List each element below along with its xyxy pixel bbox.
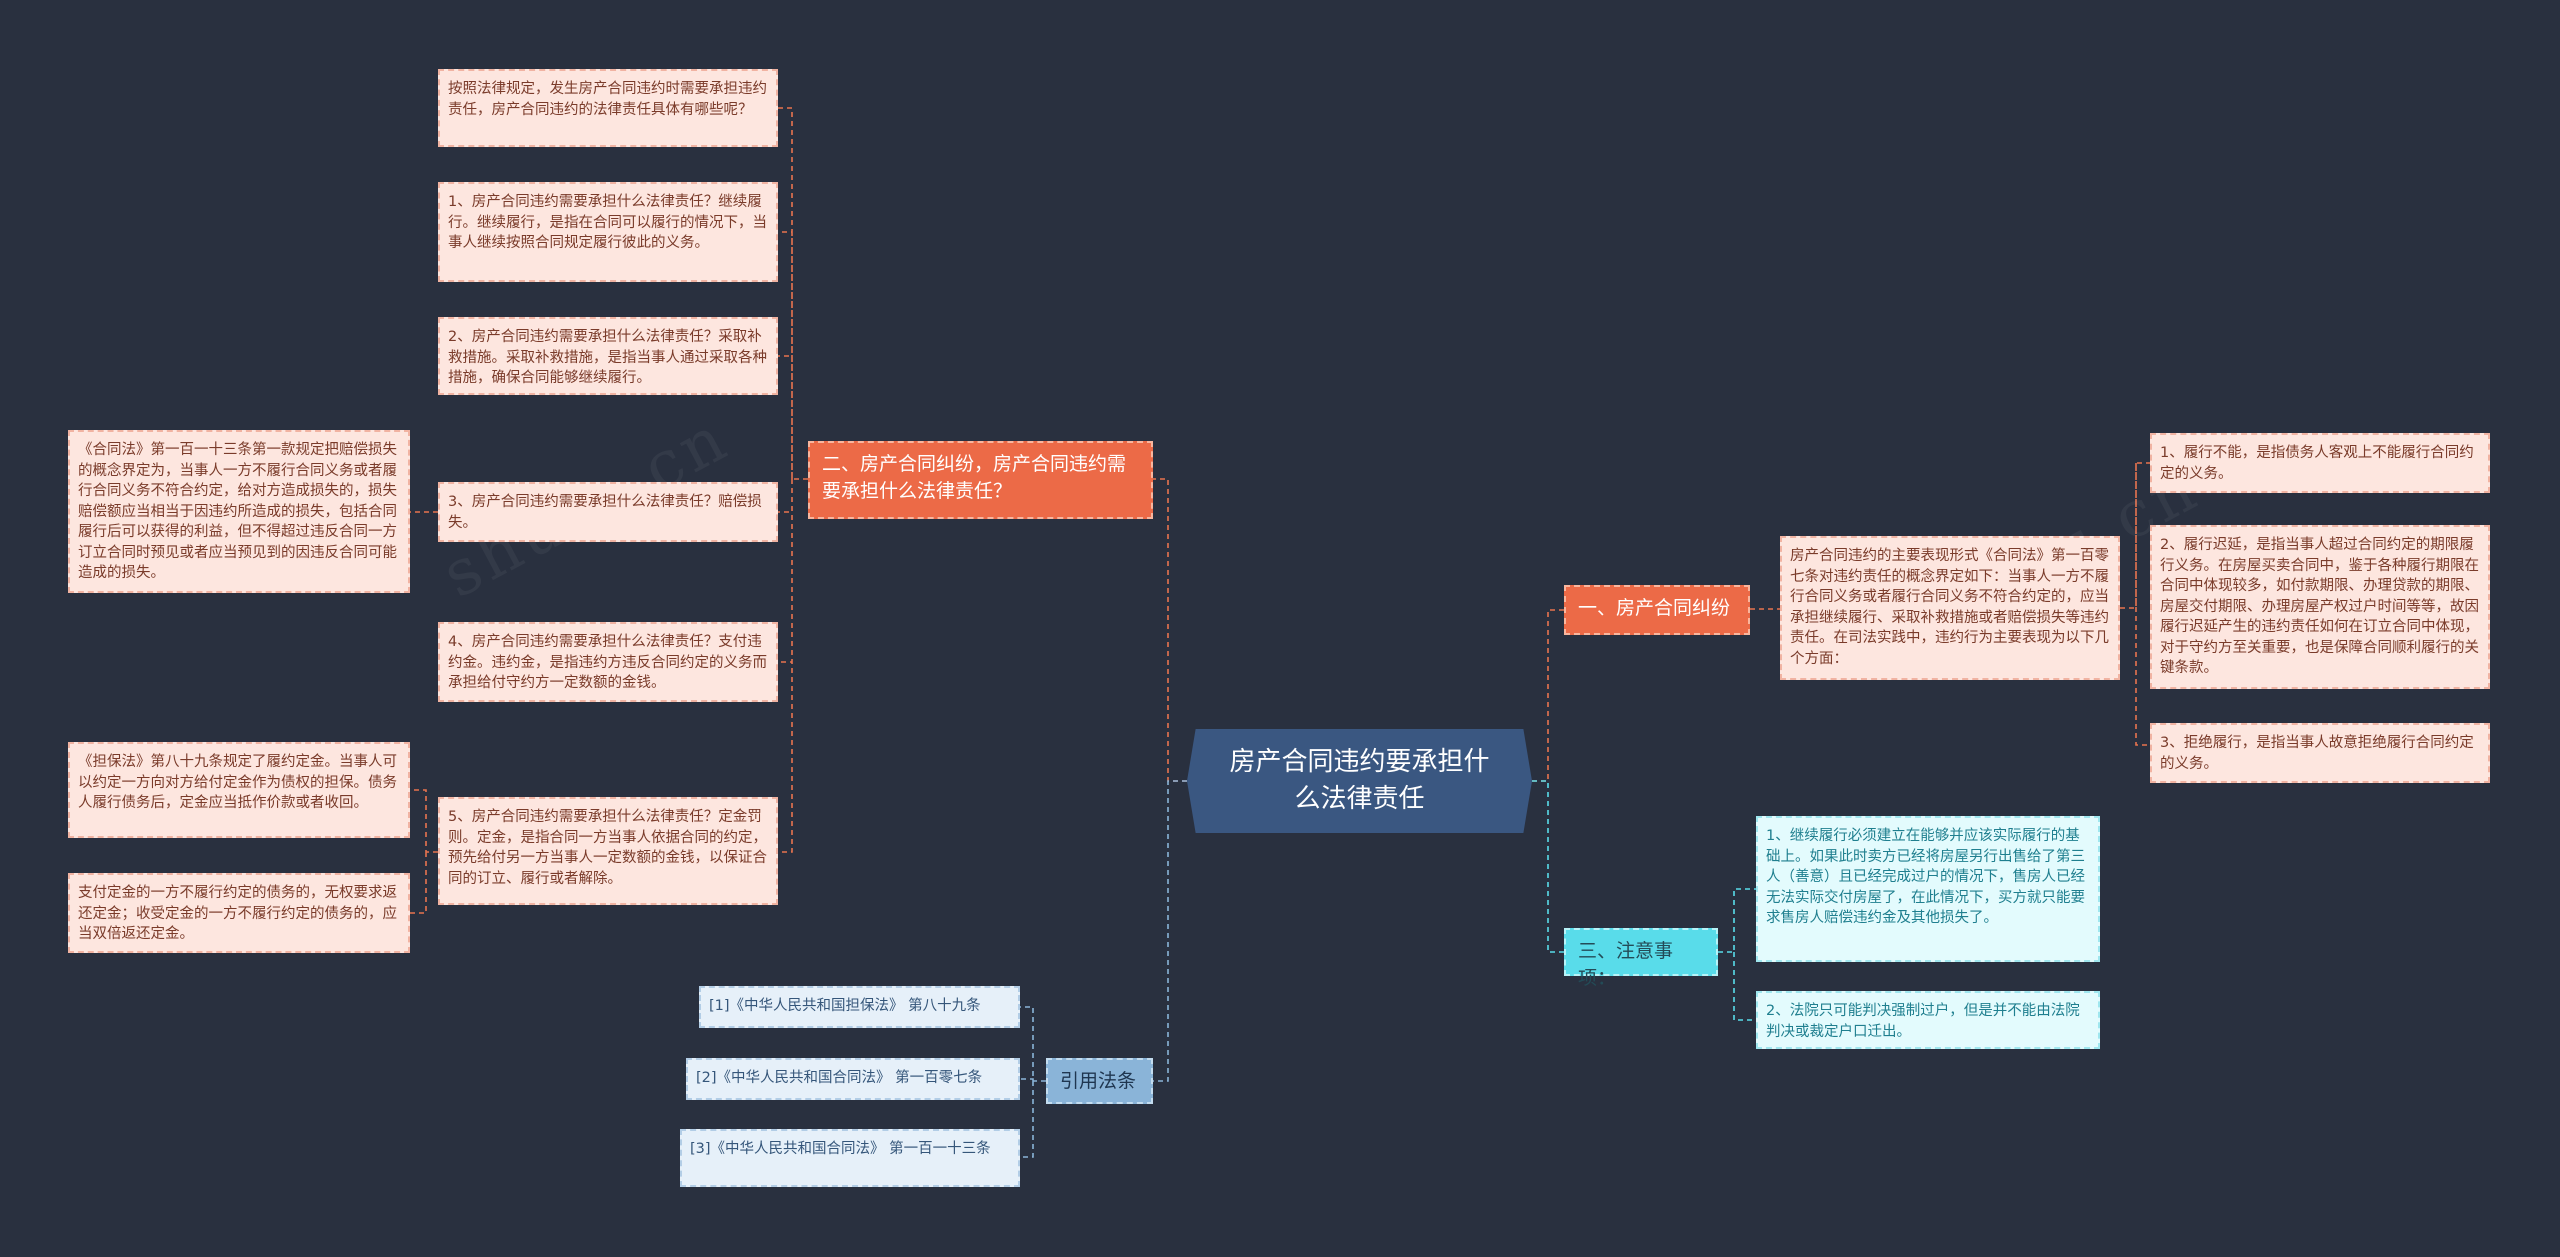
node-refusal-performance[interactable]: 3、拒绝履行，是指当事人故意拒绝履行合同约定的义务。	[2150, 723, 2490, 783]
node-note-forced-transfer[interactable]: 2、法院只可能判决强制过户，但是并不能由法院判决或裁定户口迁出。	[1756, 991, 2100, 1049]
node-impossible-performance[interactable]: 1、履行不能，是指债务人客观上不能履行合同约定的义务。	[2150, 433, 2490, 493]
link-c5-subs	[410, 789, 438, 914]
node-contract-law-113[interactable]: 《合同法》第一百一十三条第一款规定把赔偿损失的概念界定为，当事人一方不履行合同义…	[68, 430, 410, 593]
node-guarantee-law-89[interactable]: 《担保法》第八十九条规定了履约定金。当事人可以约定一方向对方给付定金作为债权的担…	[68, 742, 410, 838]
link-root-b4	[1153, 780, 1187, 1082]
branch-notes[interactable]: 三、注意事项：	[1564, 928, 1718, 989]
branch-housing-contract-dispute[interactable]: 一、房产合同纠纷	[1564, 585, 1750, 635]
node-liquidated-damages[interactable]: 4、房产合同违约需要承担什么法律责任？支付违约金。违约金，是指违约方违反合同约定…	[438, 622, 778, 702]
link-b3-children	[1718, 888, 1756, 1021]
node-note-continue-performance[interactable]: 1、继续履行必须建立在能够并应该实际履行的基础上。如果此时卖方已经将房屋另行出售…	[1756, 816, 2100, 962]
root-topic[interactable]: 房产合同违约要承担什么法律责任	[1187, 729, 1532, 833]
branch-liability-question[interactable]: 二、房产合同纠纷，房产合同违约需要承担什么法律责任？	[808, 441, 1153, 519]
node-citation-guarantee-law[interactable]: [1]《中华人民共和国担保法》 第八十九条	[699, 986, 1020, 1028]
branch-cited-laws[interactable]: 引用法条	[1046, 1058, 1153, 1104]
node-citation-contract-law-113[interactable]: [3]《中华人民共和国合同法》 第一百一十三条	[680, 1129, 1020, 1187]
link-root-b1	[1532, 609, 1564, 782]
node-citation-contract-law-107[interactable]: [2]《中华人民共和国合同法》 第一百零七条	[686, 1058, 1020, 1100]
link-intro-children	[2120, 462, 2150, 746]
node-continue-performance[interactable]: 1、房产合同违约需要承担什么法律责任？继续履行。继续履行，是指在合同可以履行的情…	[438, 182, 778, 282]
node-deposit-return[interactable]: 支付定金的一方不履行约定的债务的，无权要求返还定金；收受定金的一方不履行约定的债…	[68, 873, 410, 953]
link-b4-children	[1020, 1006, 1046, 1158]
node-deposit-penalty[interactable]: 5、房产合同违约需要承担什么法律责任？定金罚则。定金，是指合同一方当事人依据合同…	[438, 797, 778, 905]
node-breach-forms-intro[interactable]: 房产合同违约的主要表现形式《合同法》第一百零七条对违约责任的概念界定如下：当事人…	[1780, 536, 2120, 680]
node-delayed-performance[interactable]: 2、履行迟延，是指当事人超过合同约定的期限履行义务。在房屋买卖合同中，鉴于各种履…	[2150, 525, 2490, 689]
link-b2-children	[778, 107, 808, 853]
link-root-b3	[1532, 780, 1564, 953]
node-remedial-measures[interactable]: 2、房产合同违约需要承担什么法律责任？采取补救措施。采取补救措施，是指当事人通过…	[438, 317, 778, 395]
link-root-b2	[1153, 478, 1187, 782]
node-liability-intro[interactable]: 按照法律规定，发生房产合同违约时需要承担违约责任，房产合同违约的法律责任具体有哪…	[438, 69, 778, 147]
node-compensation[interactable]: 3、房产合同违约需要承担什么法律责任？赔偿损失。	[438, 482, 778, 542]
